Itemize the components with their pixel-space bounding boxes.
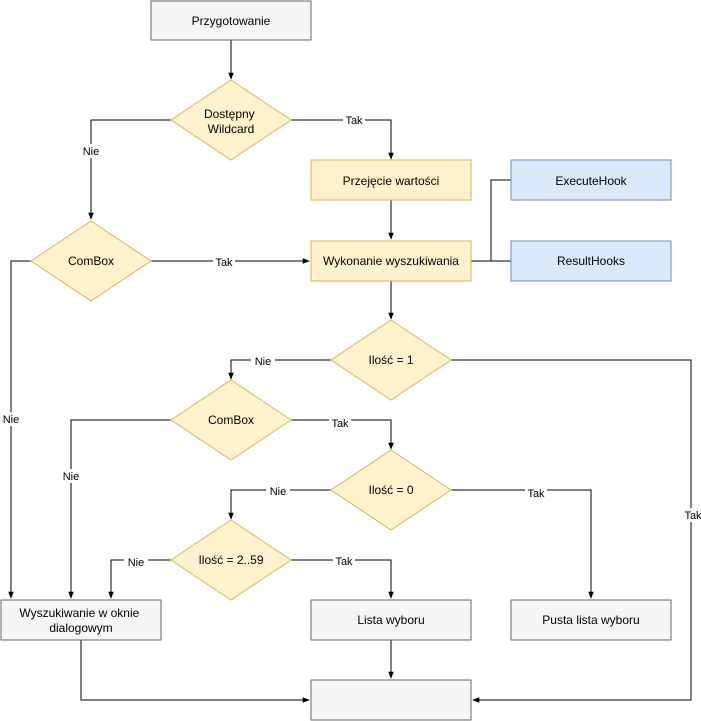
node-pusta-lista-label: Pusta lista wyboru (542, 613, 639, 627)
node-result-hooks-label: ResultHooks (557, 254, 625, 268)
node-ilosc-0-label: Ilość = 0 (368, 483, 413, 497)
edge-ilosc259-wyszukiwanie (108, 559, 171, 599)
node-wyszukiwanie-okno-line-2: dialogowym (49, 621, 112, 635)
node-przejecie-wartosci-label: Przejęcie wartości (343, 174, 440, 188)
label-combox1-tak: Tak (215, 257, 233, 269)
edge-ilosc0-pusta (451, 489, 594, 599)
node-lista-wyboru: Lista wyboru (310, 599, 472, 641)
node-ilosc-0: Ilość = 0 (330, 449, 452, 531)
label-ilosc259-nie: Nie (128, 557, 145, 569)
node-lista-wyboru-label: Lista wyboru (357, 613, 424, 627)
node-dostepny-wildcard-line-1: Dostępny (204, 107, 255, 121)
label-ilosc0-nie: Nie (270, 486, 287, 498)
node-result-hooks: ResultHooks (510, 240, 672, 282)
edge-wyszukiwanie-koniec (80, 640, 310, 703)
node-combox-2: ComBox (170, 379, 292, 461)
node-combox-2-label: ComBox (208, 413, 254, 427)
edge-ilosc0-ilosc259 (228, 489, 331, 520)
node-przejecie-wartosci: Przejęcie wartości (310, 159, 472, 201)
node-ilosc-1: Ilość = 1 (330, 319, 452, 401)
label-combox2-tak: Tak (331, 418, 349, 430)
edge-combox1-wyszukiwanie (8, 260, 31, 599)
label-ilosc1-tak: Tak (684, 510, 701, 522)
edge-wildcard-przejecie (291, 119, 394, 160)
label-ilosc1-nie: Nie (255, 356, 272, 368)
node-koniec (310, 679, 472, 721)
edge-ilosc1-koniec (451, 359, 692, 703)
edge-wykonanie-hooks (471, 179, 511, 262)
node-dostepny-wildcard-line-2: Wildcard (208, 122, 255, 136)
node-pusta-lista: Pusta lista wyboru (510, 599, 672, 641)
edge-wildcard-combox1 (88, 119, 171, 220)
label-combox1-nie: Nie (3, 414, 20, 426)
edges (8, 40, 692, 703)
node-przygotowanie: Przygotowanie (150, 0, 312, 41)
label-ilosc0-tak: Tak (527, 488, 545, 500)
node-wyszukiwanie-okno-line-1: Wyszukiwanie w oknie (19, 606, 139, 620)
node-dostepny-wildcard: Dostępny Wildcard (170, 79, 292, 161)
node-ilosc-2-59: Ilość = 2..59 (170, 519, 292, 601)
nodes: Przygotowanie Dostępny Wildcard Przejęci… (0, 0, 672, 721)
node-wyszukiwanie-okno-label: Wyszukiwanie w oknie dialogowym (19, 606, 142, 635)
node-dostepny-wildcard-label: Dostępny Wildcard (204, 107, 258, 136)
label-ilosc259-tak: Tak (335, 556, 353, 568)
edge-ilosc1-combox2 (228, 359, 331, 380)
label-wildcard-tak: Tak (345, 115, 363, 127)
node-combox-1-label: ComBox (68, 254, 114, 268)
node-wykonanie-wyszukiwania: Wykonanie wyszukiwania (310, 240, 472, 282)
edge-labels: Tak Nie Tak Nie Nie Tak Nie Tak Nie Tak … (0, 113, 701, 569)
node-ilosc-1-label: Ilość = 1 (368, 353, 413, 367)
edge-combox2-ilosc0 (291, 419, 394, 450)
node-wykonanie-wyszukiwania-label: Wykonanie wyszukiwania (323, 254, 459, 268)
edge-combox2-wyszukiwanie (68, 419, 171, 599)
label-combox2-nie: Nie (63, 471, 80, 483)
node-execute-hook: ExecuteHook (510, 159, 672, 201)
node-ilosc-2-59-label: Ilość = 2..59 (198, 553, 263, 567)
edge-ilosc259-lista (291, 559, 394, 599)
node-przygotowanie-label: Przygotowanie (192, 14, 271, 28)
node-combox-1: ComBox (30, 220, 152, 302)
node-execute-hook-label: ExecuteHook (555, 174, 627, 188)
label-wildcard-nie: Nie (83, 146, 100, 158)
node-wyszukiwanie-okno: Wyszukiwanie w oknie dialogowym (0, 599, 162, 641)
